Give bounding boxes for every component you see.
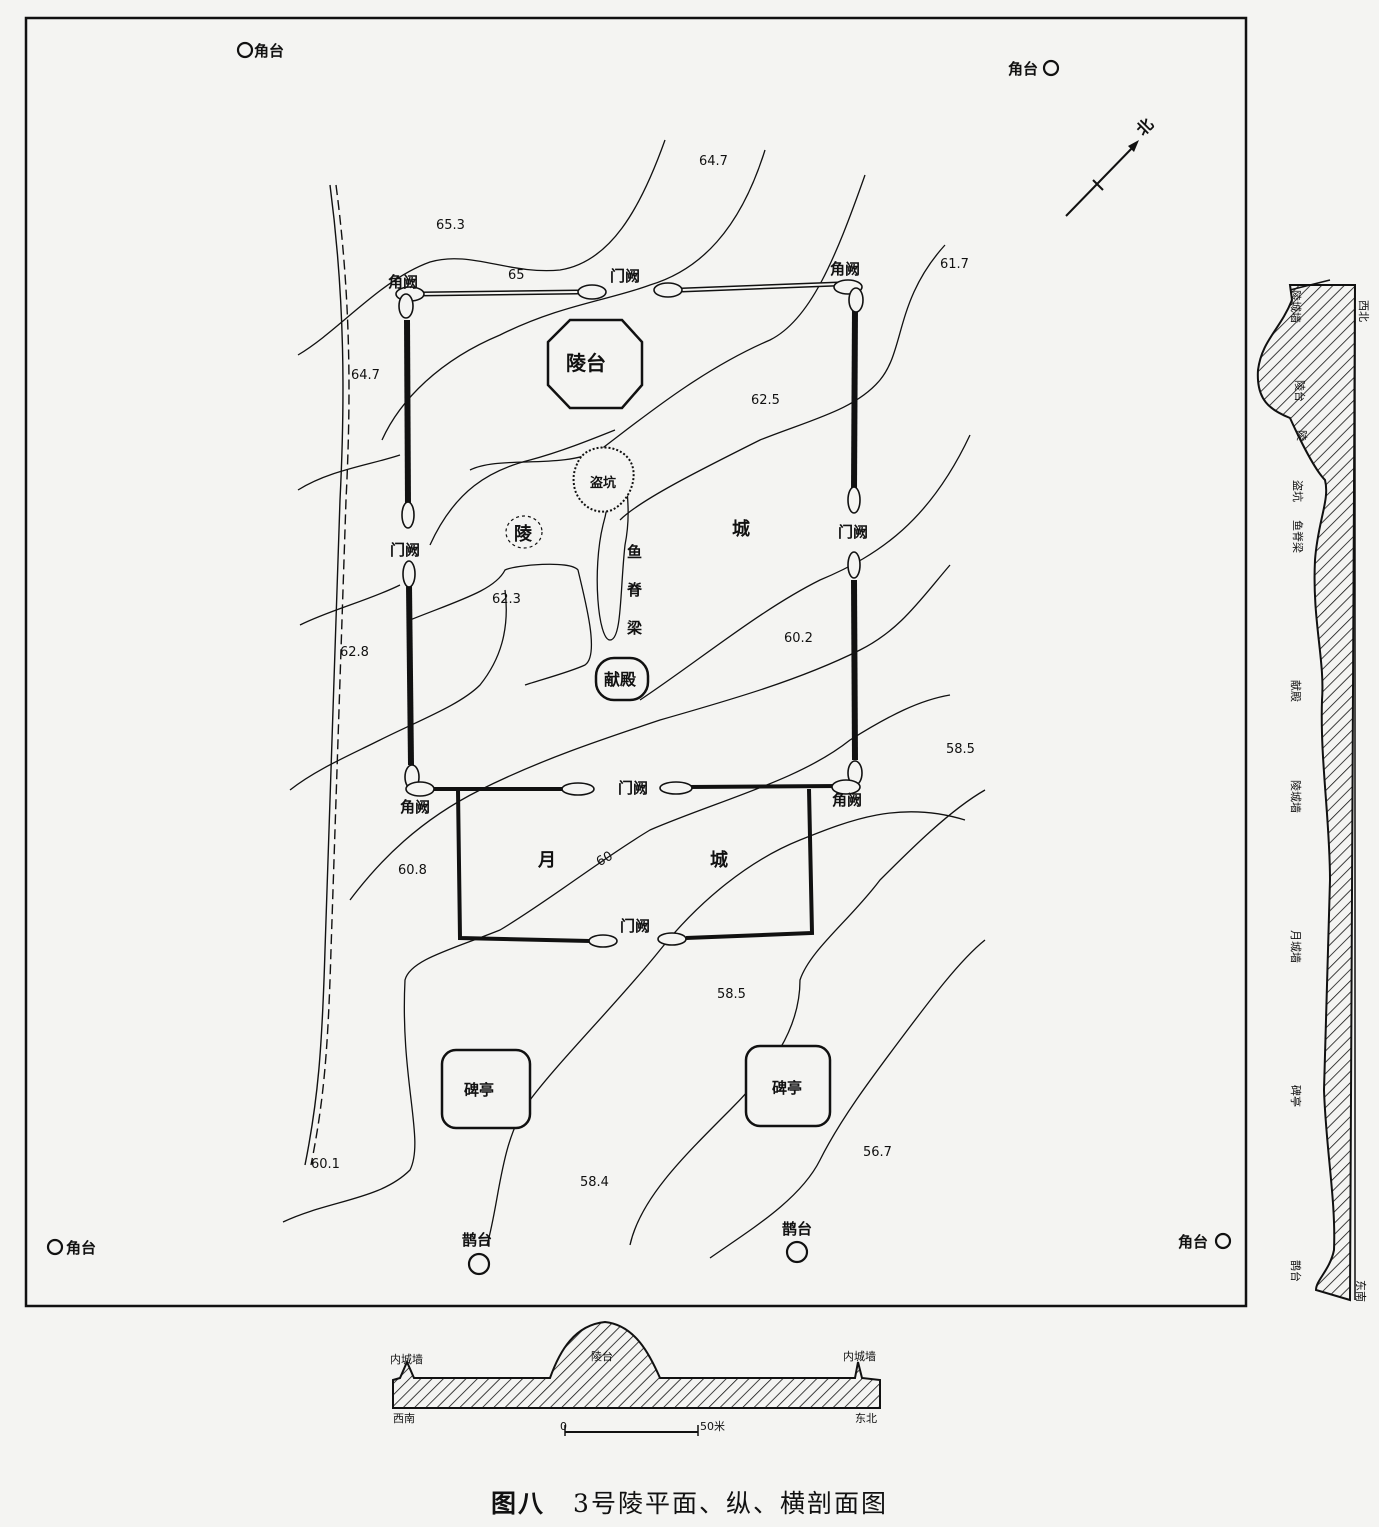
elev-1: 64.7 (699, 154, 728, 169)
long-section-bottom-dir: 东南 (1354, 1280, 1367, 1302)
gate-que-label-e: 门阙 (838, 523, 868, 541)
moon-city-label-1: 月 (537, 850, 556, 871)
elev-7: 62.3 (492, 592, 521, 607)
elev-10: 58.5 (946, 742, 975, 757)
corner-tower-label-nw: 角台 (254, 42, 284, 60)
elev-12: 60 (594, 849, 616, 870)
contour-lines (282, 139, 986, 1259)
elev-15: 58.4 (580, 1175, 609, 1190)
elev-2: 65.3 (436, 218, 465, 233)
inner-city-walls (404, 281, 858, 943)
stele-pavilion-label-w: 碑亭 (464, 1081, 494, 1099)
que-towers (395, 279, 864, 948)
road (304, 184, 350, 1166)
corner-tower-se (1214, 1232, 1232, 1250)
figure-title: 3号陵平面、纵、横剖面图 (573, 1489, 888, 1518)
plan-frame (24, 16, 1248, 1308)
north-label: 北 (1133, 115, 1158, 140)
cross-center: 陵台 (591, 1349, 613, 1363)
corner-que-label-se: 角阙 (832, 791, 862, 809)
elev-9: 60.2 (784, 631, 813, 646)
figure-number: 图八 (491, 1489, 546, 1518)
gate-que-label-w: 门阙 (390, 541, 420, 559)
scale-start: 0 (560, 1420, 567, 1433)
moon-city-label-2: 城 (710, 849, 728, 871)
corner-tower-label-se: 角台 (1178, 1233, 1208, 1251)
elev-11: 60.8 (398, 863, 427, 878)
corner-tower-label-ne: 角台 (1008, 60, 1038, 78)
fish-spine-label-2: 脊 (626, 581, 643, 599)
que-tai-label-e: 鹊台 (782, 1220, 812, 1238)
que-tai-label-w: 鹊台 (462, 1231, 492, 1249)
north-arrow (1065, 140, 1139, 217)
looting-pit (572, 446, 635, 513)
cross-section (392, 1320, 881, 1436)
corner-tower-label-sw: 角台 (66, 1239, 96, 1257)
long-section-item-10: 鹊台 (1289, 1260, 1303, 1282)
elev-5: 64.7 (351, 368, 380, 383)
ling-tai-mound (546, 318, 644, 410)
elev-14: 60.1 (311, 1157, 340, 1172)
longitudinal-section (1256, 279, 1357, 1302)
corner-que-label-ne: 角阙 (830, 260, 860, 278)
cross-left-dir: 西南 (393, 1412, 415, 1425)
long-section-item-5: 鱼脊梁 (1291, 520, 1305, 553)
stele-pavilion-west (440, 1048, 532, 1130)
cross-left-wall: 内城墙 (390, 1352, 423, 1366)
cross-right-dir: 东北 (855, 1412, 877, 1425)
long-section-item-7: 陵城墙 (1289, 780, 1303, 813)
stele-pavilion-label-e: 碑亭 (772, 1079, 802, 1097)
corner-que-label-nw: 角阙 (388, 273, 418, 291)
corner-tower-ne (1042, 59, 1060, 77)
figure-caption: 图八 3号陵平面、纵、横剖面图 (0, 1484, 1379, 1520)
fish-spine-label-1: 鱼 (627, 543, 642, 561)
stele-pavilion-east (744, 1044, 832, 1128)
ling-tai-label: 陵台 (566, 351, 606, 375)
long-section-item-2: 陵台 (1293, 380, 1307, 402)
long-section-item-6: 献殿 (1289, 680, 1303, 702)
gate-que-label-n: 门阙 (610, 267, 640, 285)
elev-8: 62.8 (340, 645, 369, 660)
long-section-item-1: 陵城墙 (1289, 290, 1303, 323)
gate-que-label-s: 门阙 (618, 779, 648, 797)
city-label: 城 (732, 518, 750, 540)
xiandian-label: 献殿 (604, 670, 637, 689)
elev-3: 65 (508, 268, 525, 283)
fish-spine-label-3: 梁 (626, 619, 643, 637)
long-section-item-9: 碑亭 (1289, 1085, 1303, 1107)
cross-right-wall: 内城墙 (843, 1349, 876, 1363)
elev-13: 58.5 (717, 987, 746, 1002)
pit-label: 盗坑 (590, 475, 616, 491)
long-section-top-dir: 西北 (1357, 300, 1370, 322)
tower-circles (46, 41, 1232, 1276)
ling-small (505, 515, 543, 549)
scale-end: 50米 (700, 1420, 725, 1433)
elev-16: 56.7 (863, 1145, 892, 1160)
long-section-item-8: 月城墙 (1289, 930, 1303, 963)
que-tai-west (467, 1252, 491, 1276)
long-section-item-3: 陵 (1295, 430, 1308, 441)
gate-que-label-moon: 门阙 (620, 917, 650, 935)
corner-tower-sw (46, 1238, 64, 1256)
que-tai-east (785, 1240, 809, 1264)
elev-4: 61.7 (940, 257, 969, 272)
corner-tower-nw (236, 41, 254, 59)
long-section-item-4: 盗坑 (1291, 480, 1305, 502)
corner-que-label-sw: 角阙 (400, 798, 430, 816)
ling-label: 陵 (514, 523, 533, 545)
xiandian-hall (594, 656, 650, 702)
elev-6: 62.5 (751, 393, 780, 408)
